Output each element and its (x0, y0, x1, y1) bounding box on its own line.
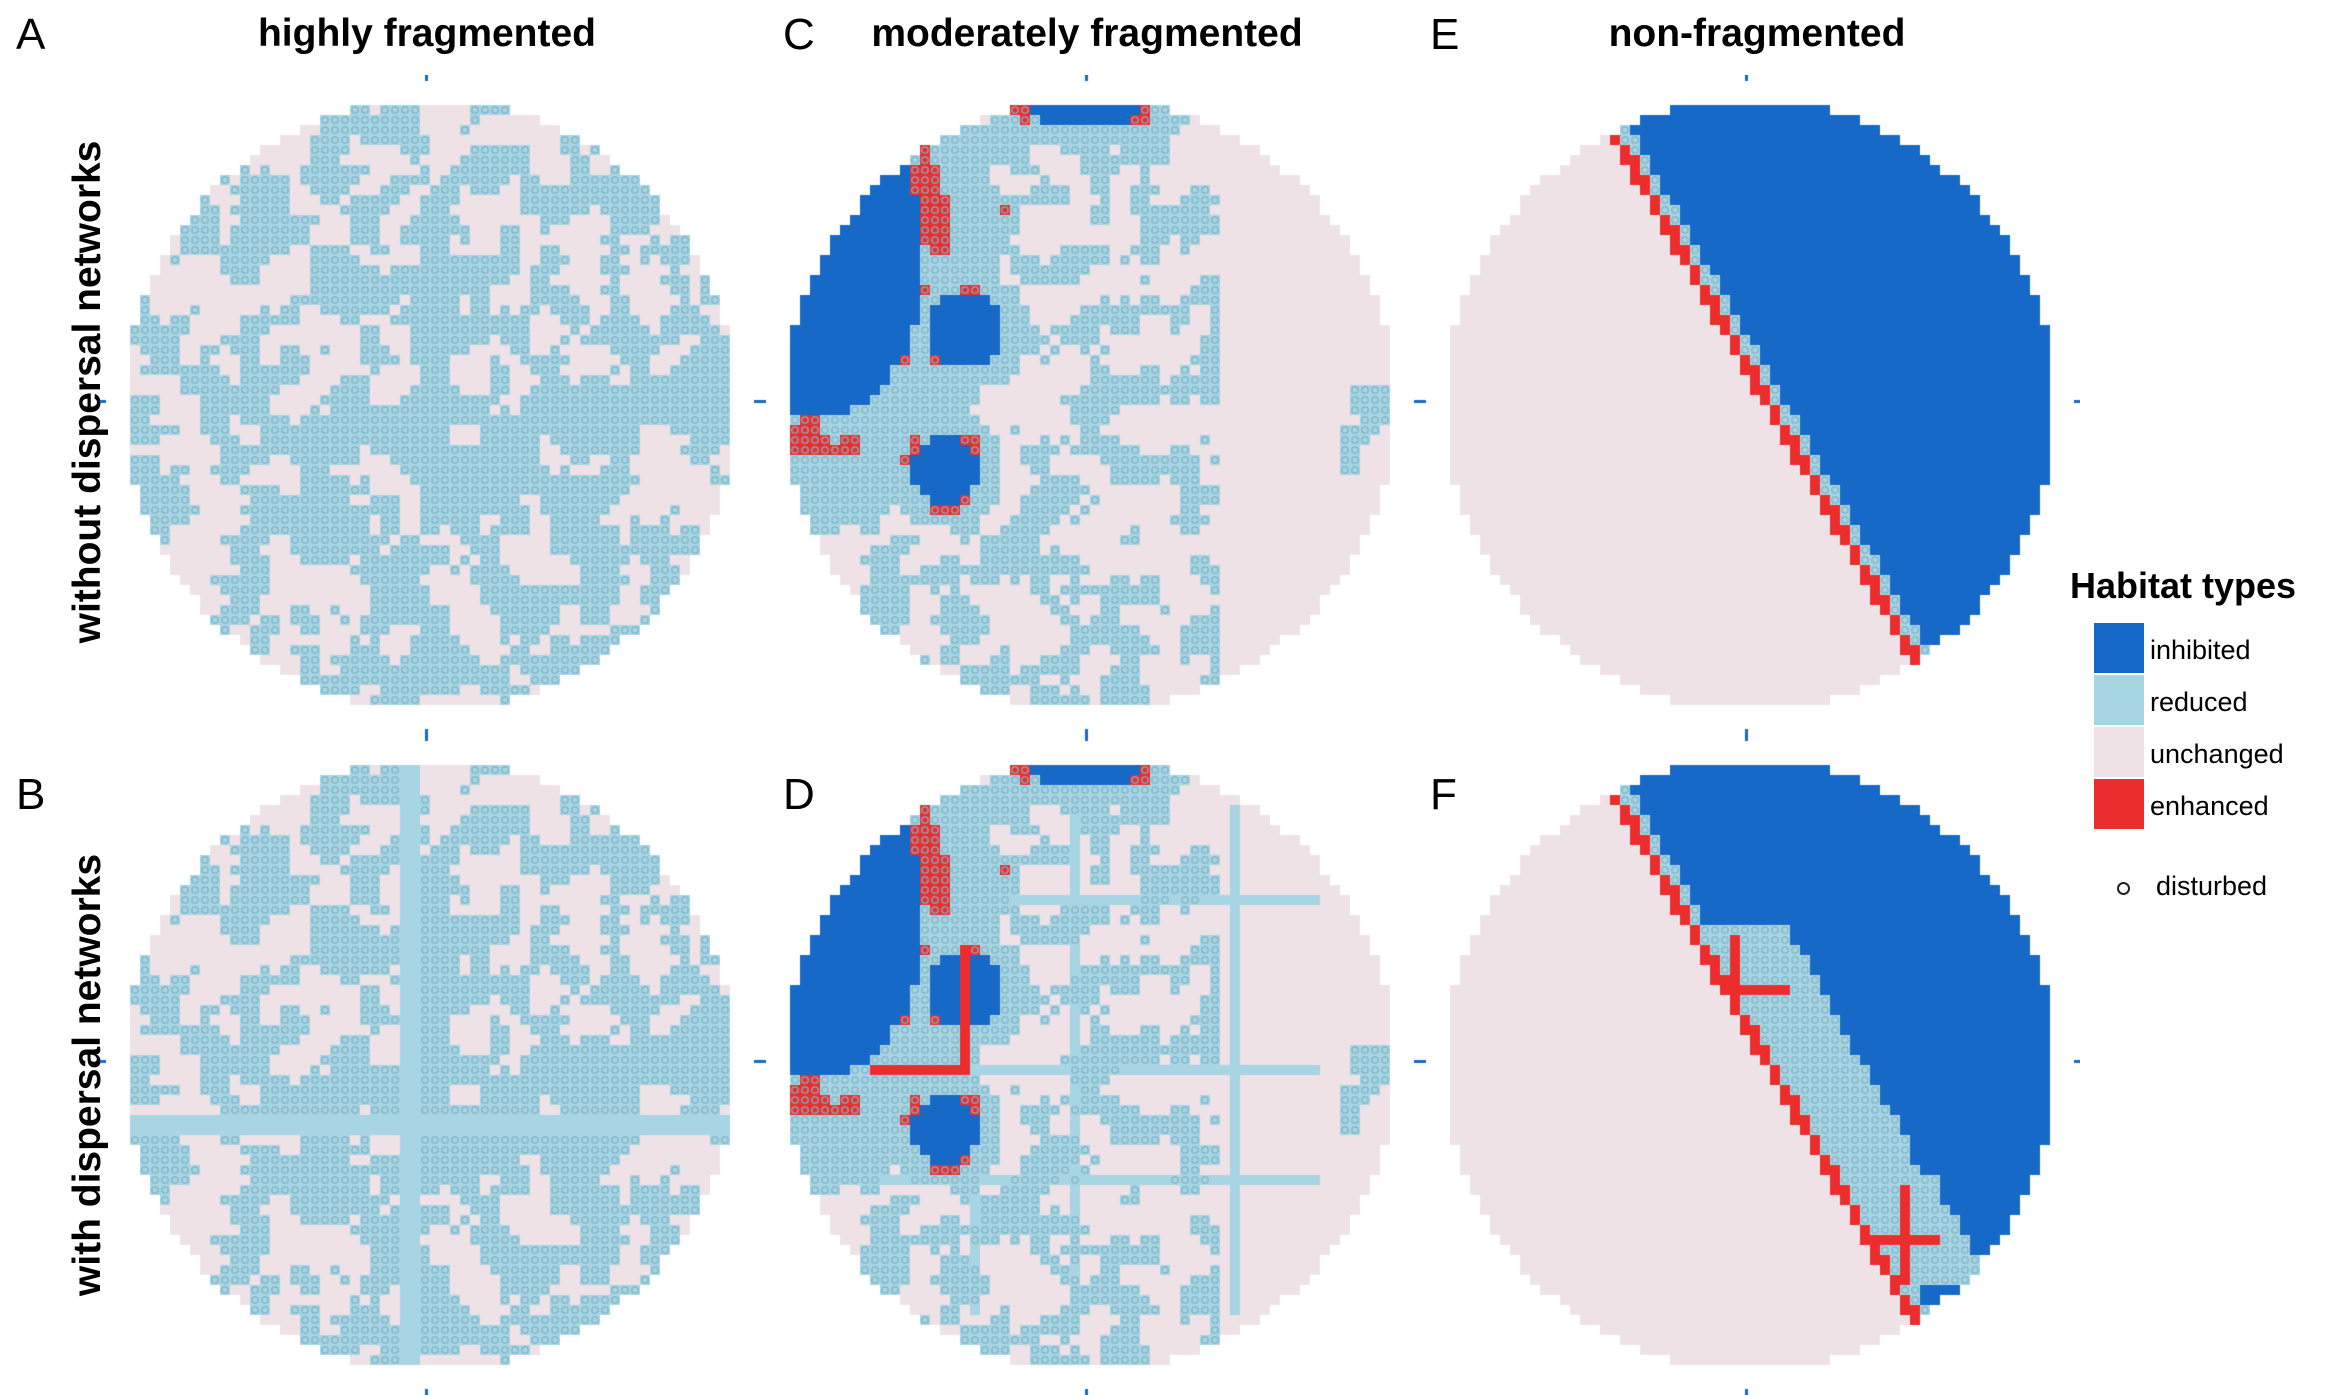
legend-key-unchanged (2094, 727, 2144, 777)
column-title-highly-fragmented: highly fragmented (257, 12, 597, 55)
panel-letter-a: A (16, 10, 46, 59)
legend-label-unchanged: unchanged (2150, 739, 2284, 769)
legend: Habitat types inhibited reduced unchange… (2070, 565, 2330, 915)
panel-f-map (1420, 735, 2080, 1395)
panel-d-map (760, 735, 1420, 1395)
legend-key-reduced (2094, 675, 2144, 725)
legend-key-inhibited (2094, 623, 2144, 673)
panel-a-map (100, 75, 760, 735)
panel-letter-b: B (16, 770, 46, 819)
legend-key-enhanced (2094, 779, 2144, 829)
column-title-moderately-fragmented: moderately fragmented (871, 12, 1303, 55)
panel-letter-c: C (783, 10, 815, 59)
legend-title: Habitat types (2070, 565, 2297, 606)
legend-label-inhibited: inhibited (2150, 635, 2251, 665)
panel-b-map (100, 735, 760, 1395)
panel-letter-e: E (1430, 10, 1460, 59)
legend-label-enhanced: enhanced (2150, 791, 2269, 821)
legend-label-reduced: reduced (2150, 687, 2248, 717)
legend-label-disturbed: disturbed (2156, 871, 2268, 901)
disturbed-marker-icon (2117, 882, 2130, 895)
panel-e-map (1420, 75, 2080, 735)
column-title-non-fragmented: non-fragmented (1608, 12, 1906, 55)
panel-c-map (760, 75, 1420, 735)
